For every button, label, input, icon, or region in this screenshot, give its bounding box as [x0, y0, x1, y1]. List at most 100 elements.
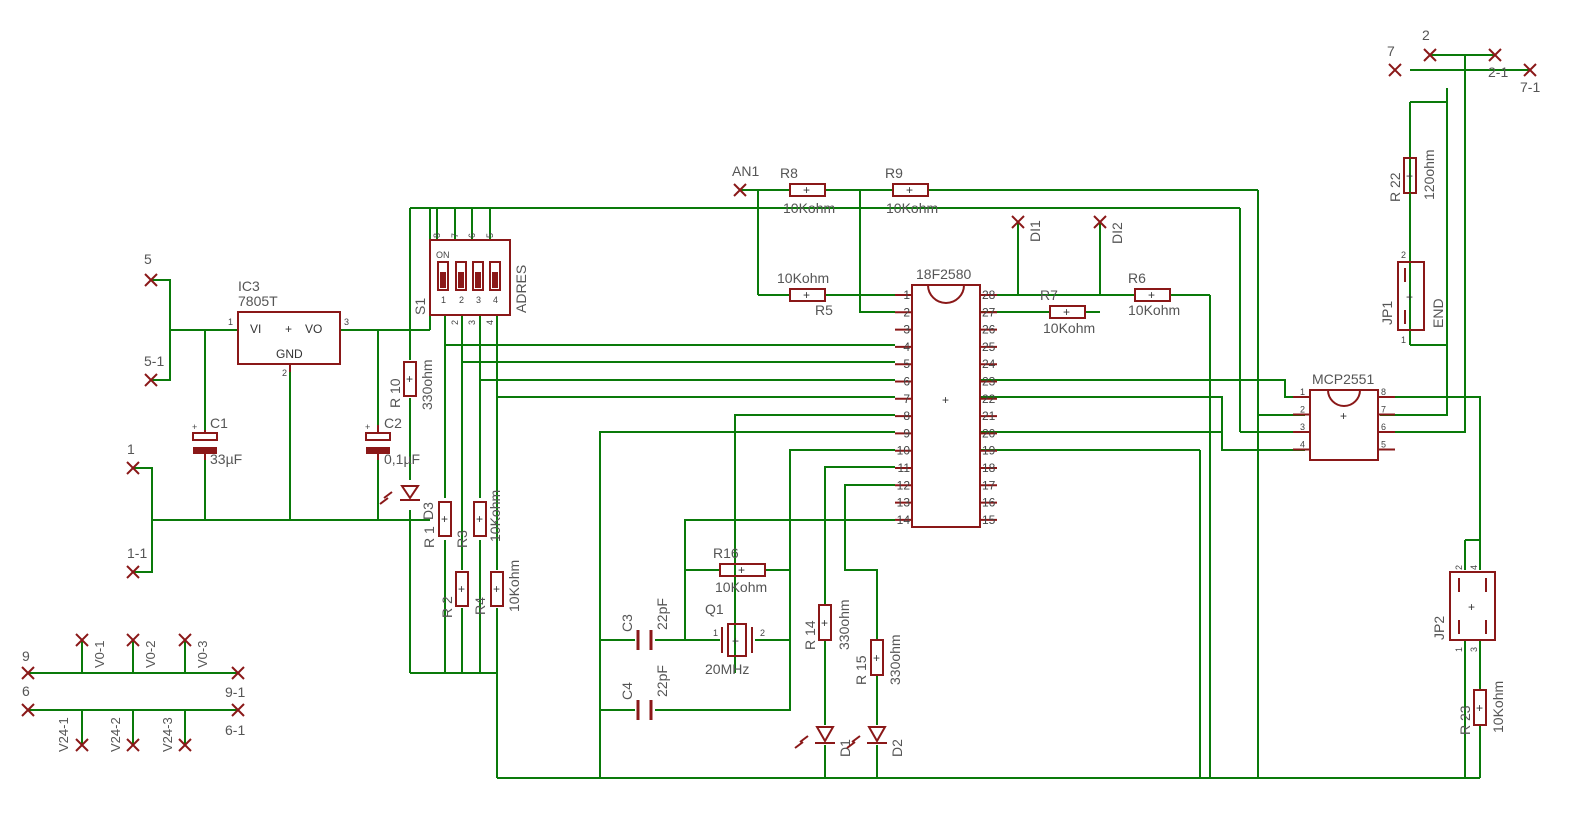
svg-text:2: 2	[760, 628, 765, 638]
r4-name: R4	[472, 597, 488, 615]
svg-text:2: 2	[282, 368, 287, 378]
net-an1: AN1	[732, 163, 759, 179]
c3-name: C3	[619, 614, 635, 632]
r23-value: 10Kohm	[1490, 681, 1506, 733]
conn-v24-3: V24-3	[160, 717, 175, 752]
terminal-5-1	[144, 373, 158, 387]
can-pin-7: 7	[1381, 405, 1386, 415]
led-d3: D3	[379, 485, 436, 520]
ic3-gnd: GND	[276, 347, 303, 361]
svg-text:+: +	[906, 183, 913, 197]
d3-name: D3	[420, 502, 436, 520]
ic3-vo: VO	[305, 322, 322, 336]
can-pin-8: 8	[1381, 387, 1386, 397]
jp2-name: JP2	[1431, 616, 1447, 640]
net-di1: DI1	[1027, 220, 1043, 242]
svg-text:+: +	[1063, 305, 1070, 319]
r7-name: R7	[1040, 287, 1058, 303]
d1-name: D1	[837, 739, 853, 757]
resistor-r1: + R 1	[421, 501, 452, 548]
terminal-7	[1388, 63, 1402, 77]
resistor-r8: + R8 10Kohm	[780, 165, 835, 216]
s1-on: ON	[436, 250, 450, 260]
mcu-pin-26: 26	[982, 323, 996, 337]
jumper-jp2: + 2 4 1 3 JP2	[1431, 565, 1496, 652]
resistor-r2: + R 2	[439, 571, 469, 618]
svg-text:+: +	[803, 183, 810, 197]
c1-value: 33µF	[210, 451, 242, 467]
mcu-name: 18F2580	[916, 266, 971, 282]
mcu-pin-20: 20	[982, 426, 996, 440]
mcu-pin-4: 4	[903, 340, 910, 354]
mcu-pin-2: 2	[903, 305, 910, 319]
regulator-ic3: IC3 7805T VI + VO GND 1 2 3	[228, 278, 349, 378]
ic3-name: IC3	[238, 278, 260, 294]
net-terminals	[21, 48, 1537, 752]
svg-text:1: 1	[1454, 647, 1464, 652]
resistor-r16: + R16 10Kohm	[713, 545, 767, 595]
svg-text:+: +	[1406, 169, 1413, 183]
terminal-9-1	[231, 666, 245, 680]
capacitor-c1: + C1 33µF	[192, 415, 242, 467]
c4-value: 22pF	[654, 665, 670, 697]
svg-text:+: +	[1476, 701, 1483, 715]
resistor-r22: + R 22 120ohm	[1387, 149, 1437, 260]
r14-name: R 14	[802, 620, 818, 650]
mcu-pin-3: 3	[903, 323, 910, 337]
r6-name: R6	[1128, 270, 1146, 286]
svg-text:+: +	[942, 393, 949, 407]
svg-text:4: 4	[1469, 565, 1479, 570]
r23-name: R 23	[1457, 705, 1473, 735]
conn-6: 6	[22, 683, 30, 699]
r16-value: 10Kohm	[715, 579, 767, 595]
net-di2: DI2	[1109, 222, 1125, 244]
r10-value: 330ohm	[419, 359, 435, 410]
svg-text:+: +	[493, 582, 500, 596]
resistor-r7: + R7 10Kohm	[1040, 287, 1095, 336]
conn-v0-1: V0-1	[92, 641, 107, 668]
mcu-pin-28: 28	[982, 288, 996, 302]
resistor-r6: + R6 10Kohm	[1128, 270, 1180, 318]
terminal-v24-1	[75, 738, 89, 752]
r6-value: 10Kohm	[1128, 302, 1180, 318]
mcu-pin-13: 13	[897, 496, 911, 510]
net-7-1: 7-1	[1520, 79, 1540, 95]
svg-text:4: 4	[493, 295, 498, 305]
terminal-7-1	[1523, 63, 1537, 77]
q1-value: 20MHz	[705, 661, 749, 677]
svg-text:6: 6	[467, 233, 477, 238]
r1-name: R 1	[421, 526, 437, 548]
terminal-di1	[1011, 215, 1025, 229]
resistor-r9: + R9 10Kohm	[885, 165, 938, 216]
svg-text:+: +	[821, 616, 828, 630]
mcu-pin-7: 7	[903, 392, 910, 406]
terminal-1-1	[126, 565, 140, 579]
resistor-r14: + R 14 330ohm	[802, 599, 852, 650]
svg-text:2: 2	[1401, 250, 1406, 260]
c4-name: C4	[619, 682, 635, 700]
connector-labels: 9 6 9-1 6-1 V0-1 V0-2 V0-3 V24-1 V24-2 V…	[22, 641, 245, 752]
r5-name: R5	[815, 302, 833, 318]
ic3-value: 7805T	[238, 293, 278, 309]
conn-6-1: 6-1	[225, 722, 245, 738]
mcu-pin-23: 23	[982, 375, 996, 389]
mcu-pin-15: 15	[982, 513, 996, 527]
svg-text:+: +	[732, 634, 739, 648]
s1-name: S1	[412, 298, 428, 315]
can-pin-6: 6	[1381, 422, 1386, 432]
net-7: 7	[1387, 43, 1395, 59]
svg-text:+: +	[192, 422, 197, 432]
r15-name: R 15	[853, 655, 869, 685]
mcu-pin-9: 9	[903, 426, 910, 440]
terminal-5	[144, 273, 158, 287]
led-d2: D2	[846, 726, 905, 757]
r3-name: R3	[454, 530, 470, 548]
mcu-pin-27: 27	[982, 305, 996, 319]
r10-name: R 10	[387, 378, 403, 408]
mcu-pin-6: 6	[903, 375, 910, 389]
r1-value: 10Kohm	[487, 490, 503, 542]
r4-value: 10Kohm	[506, 560, 522, 612]
net-labels: 5 5-1 1 1-1 AN1 DI1 DI2 2 7 2-1 7-1	[127, 27, 1540, 561]
